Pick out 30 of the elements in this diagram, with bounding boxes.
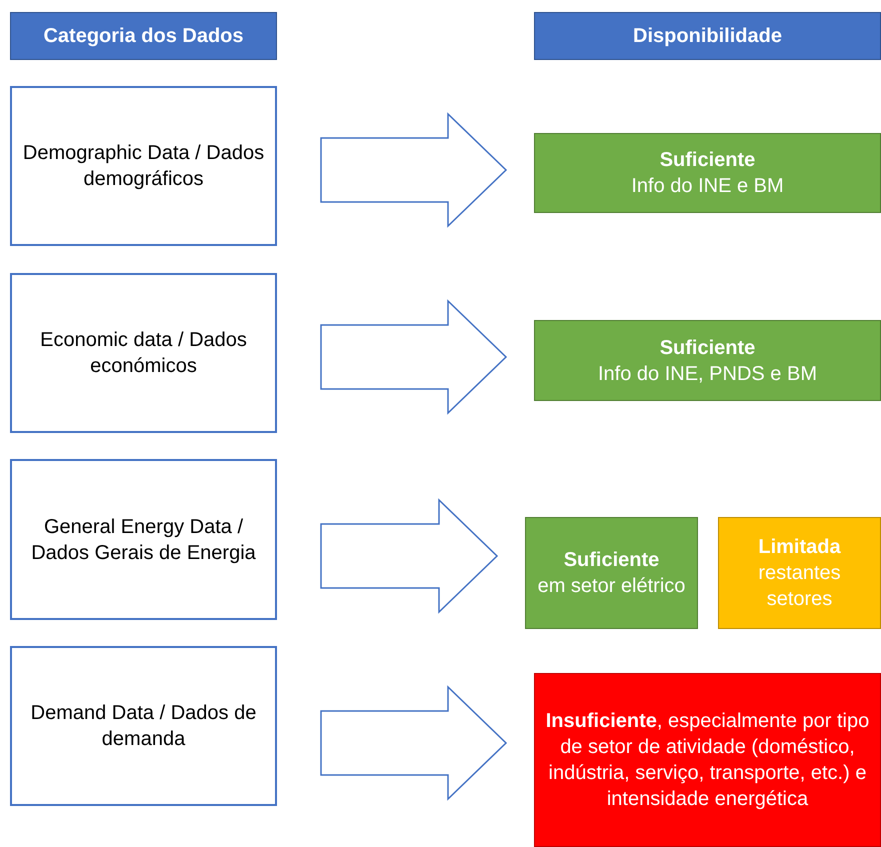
status-box xyxy=(718,517,881,629)
status-title: Suficiente xyxy=(660,148,756,173)
box-text: restantes setores xyxy=(757,561,842,612)
block-arrow xyxy=(320,299,508,415)
box-text: Demographic Data / Dados demográficos xyxy=(22,141,266,192)
header-text: Disponibilidade xyxy=(633,24,782,49)
category-box xyxy=(10,86,277,246)
header-text: Categoria dos Dados xyxy=(43,24,244,49)
category-box xyxy=(10,646,277,806)
category-box xyxy=(10,459,277,620)
category-box xyxy=(10,273,277,433)
column-header xyxy=(534,12,881,60)
status-title: Suficiente xyxy=(660,336,756,360)
column-header xyxy=(10,12,277,60)
box-text: Info do INE, PNDS e BM xyxy=(598,362,817,386)
box-text: General Energy Data / Dados Gerais de Energia xyxy=(30,514,257,566)
box-text: Demand Data / Dados de demanda xyxy=(30,701,258,752)
status-box xyxy=(525,517,698,629)
box-text: Info do INE e BM xyxy=(631,174,784,199)
status-box xyxy=(534,673,881,847)
status-title: Suficiente xyxy=(564,548,660,573)
block-arrow xyxy=(320,498,498,614)
box-text: em setor elétrico xyxy=(538,574,686,599)
box-text: Economic data / Dados económicos xyxy=(39,328,248,379)
block-arrow xyxy=(320,112,508,228)
status-title: Limitada xyxy=(758,535,841,560)
status-box xyxy=(534,133,881,213)
box-text: Insuficiente, especialmente por tipo de setor de atividade (doméstico, indústria, serviço, transporte, etc.) e intensidade energética xyxy=(544,709,870,812)
block-arrow xyxy=(320,685,508,801)
status-box xyxy=(534,320,881,401)
